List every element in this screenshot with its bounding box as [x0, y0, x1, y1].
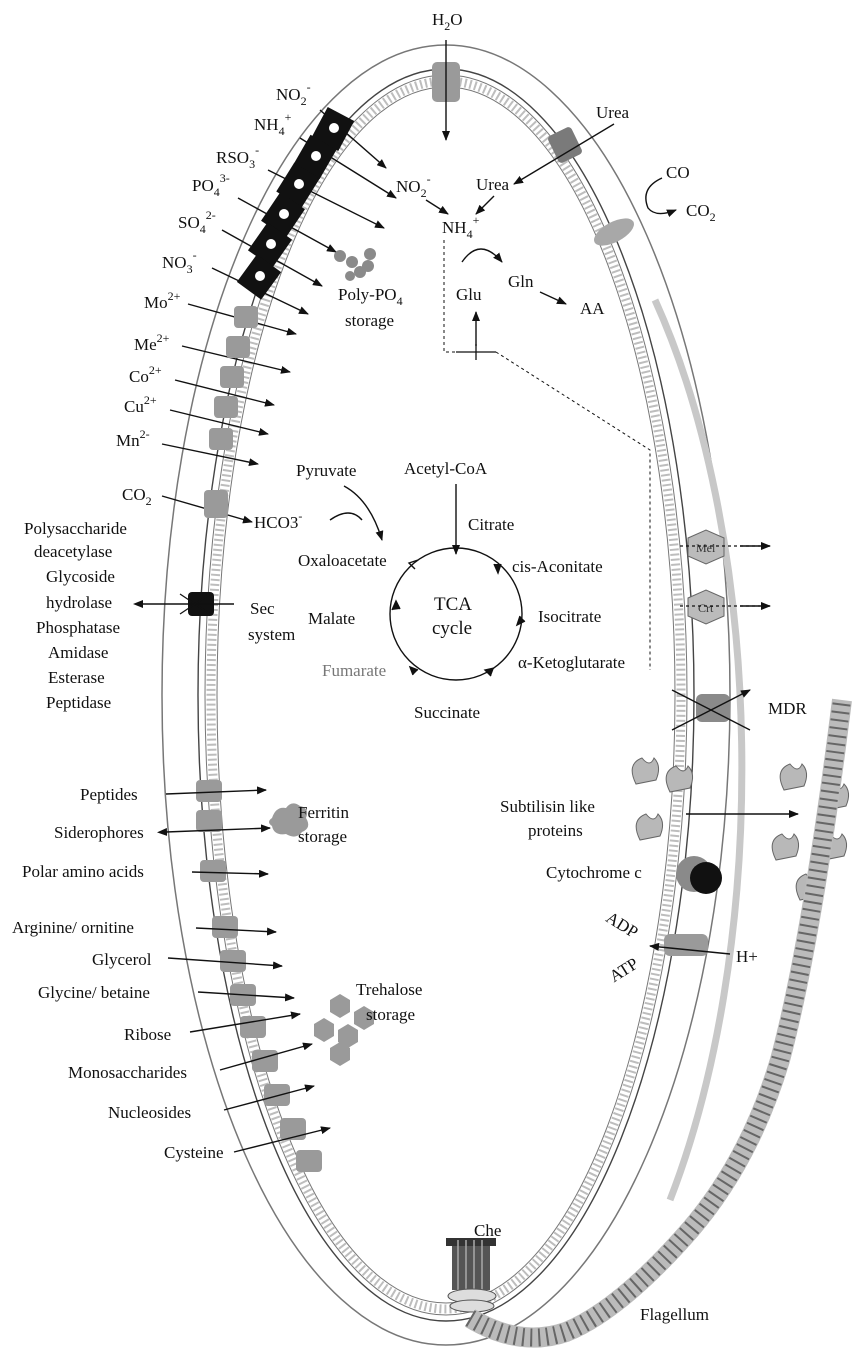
- svg-text:Polysaccharide: Polysaccharide: [24, 519, 127, 538]
- trehalose-granules: [314, 994, 374, 1066]
- svg-text:Glycoside: Glycoside: [46, 567, 115, 586]
- co-out-label: CO: [666, 163, 690, 182]
- ferritin-label-2: storage: [298, 827, 347, 846]
- tca-cycle: TCA cycle: [390, 548, 525, 680]
- che-motor: Che: [446, 1221, 501, 1312]
- svg-text:TCA: TCA: [434, 594, 472, 615]
- subtilisin-label-2: proteins: [528, 821, 583, 840]
- hco3-label: HCO3-: [254, 509, 302, 532]
- svg-text:Sec: Sec: [250, 599, 275, 618]
- poly-po4-label: Poly-PO4 storage: [338, 285, 403, 330]
- svg-text:Peptidase: Peptidase: [46, 693, 111, 712]
- svg-text:H2O: H2O: [432, 10, 463, 33]
- citrate-label: Citrate: [468, 515, 514, 534]
- svg-text:deacetylase: deacetylase: [34, 542, 112, 561]
- svg-text:Che: Che: [474, 1221, 501, 1240]
- svg-text:Glycerol: Glycerol: [92, 950, 152, 969]
- secreted-enzymes: Polysaccharide deacetylase Glycoside hyd…: [24, 519, 127, 712]
- svg-text:Polar amino acids: Polar amino acids: [22, 862, 144, 881]
- svg-text:Arginine/ ornitine: Arginine/ ornitine: [12, 918, 134, 937]
- svg-text:Peptides: Peptides: [80, 785, 138, 804]
- acetyl-coa-label: Acetyl-CoA: [404, 459, 488, 478]
- svg-text:MDR: MDR: [768, 699, 807, 718]
- subtilisin-label-1: Subtilisin like: [500, 797, 595, 816]
- flagellum: [470, 700, 842, 1338]
- svg-text:Mn2-: Mn2-: [116, 427, 150, 450]
- svg-text:NO2-: NO2-: [276, 80, 311, 108]
- crt-pump: Crt: [680, 590, 770, 624]
- h2o-label: H2O: [432, 10, 463, 33]
- co2-out-label: CO2: [686, 201, 716, 224]
- svg-text:Co2+: Co2+: [129, 363, 162, 386]
- svg-text:RSO3-: RSO3-: [216, 143, 259, 171]
- svg-text:Phosphatase: Phosphatase: [36, 618, 120, 637]
- poly-po4-granules: [334, 248, 376, 281]
- svg-text:Nucleosides: Nucleosides: [108, 1103, 191, 1122]
- cell-membrane: [162, 45, 742, 1345]
- svg-text:Amidase: Amidase: [48, 643, 108, 662]
- glu-label: Glu: [456, 285, 482, 304]
- svg-text:NO3-: NO3-: [162, 248, 197, 276]
- urea-out-label: Urea: [596, 103, 629, 122]
- svg-text:ADP: ADP: [603, 908, 642, 942]
- isocitrate-label: Isocitrate: [538, 607, 601, 626]
- svg-text:Crt: Crt: [698, 601, 714, 615]
- svg-text:system: system: [248, 625, 295, 644]
- svg-text:Siderophores: Siderophores: [54, 823, 144, 842]
- svg-text:NH4+: NH4+: [254, 110, 292, 138]
- fumarate-label: Fumarate: [322, 661, 386, 680]
- svg-text:CO2: CO2: [122, 485, 152, 508]
- transport-labels: Peptides Siderophores Polar amino acids …: [12, 785, 224, 1162]
- no2-in-label: NO2-: [396, 172, 431, 200]
- co-dehydrogenase: [590, 213, 638, 251]
- nh4-in-label: NH4+: [442, 213, 480, 241]
- trehalose-label-2: storage: [366, 1005, 415, 1024]
- cytochrome-c: [676, 856, 722, 894]
- svg-text:cycle: cycle: [432, 618, 472, 639]
- svg-text:storage: storage: [345, 311, 394, 330]
- cis-aconitate-label: cis-Aconitate: [512, 557, 603, 576]
- malate-label: Malate: [308, 609, 355, 628]
- svg-text:ATP: ATP: [606, 954, 642, 986]
- svg-text:Mel: Mel: [696, 541, 716, 555]
- svg-text:Cysteine: Cysteine: [164, 1143, 224, 1162]
- urea-in-label: Urea: [476, 175, 509, 194]
- svg-text:Ribose: Ribose: [124, 1025, 171, 1044]
- cytochrome-label: Cytochrome c: [546, 863, 642, 882]
- svg-text:Esterase: Esterase: [48, 668, 105, 687]
- oxaloacetate-label: Oxaloacetate: [298, 551, 387, 570]
- svg-text:Poly-PO4: Poly-PO4: [338, 285, 403, 308]
- svg-text:SO42-: SO42-: [178, 208, 216, 236]
- svg-text:hydrolase: hydrolase: [46, 593, 112, 612]
- aa-label: AA: [580, 299, 605, 318]
- trehalose-label-1: Trehalose: [356, 980, 422, 999]
- pyruvate-label: Pyruvate: [296, 461, 356, 480]
- gln-label: Gln: [508, 272, 534, 291]
- svg-text:Glycine/ betaine: Glycine/ betaine: [38, 983, 150, 1002]
- ketoglutarate-label: α-Ketoglutarate: [518, 653, 625, 672]
- svg-text:PO43-: PO43-: [192, 171, 230, 199]
- succinate-label: Succinate: [414, 703, 480, 722]
- flagellum-label: Flagellum: [640, 1305, 709, 1324]
- svg-text:Monosaccharides: Monosaccharides: [68, 1063, 187, 1082]
- svg-text:Me2+: Me2+: [134, 331, 170, 354]
- svg-text:H+: H+: [736, 947, 758, 966]
- ferritin-label-1: Ferritin: [298, 803, 349, 822]
- svg-text:Mo2+: Mo2+: [144, 289, 181, 312]
- svg-text:Cu2+: Cu2+: [124, 393, 157, 416]
